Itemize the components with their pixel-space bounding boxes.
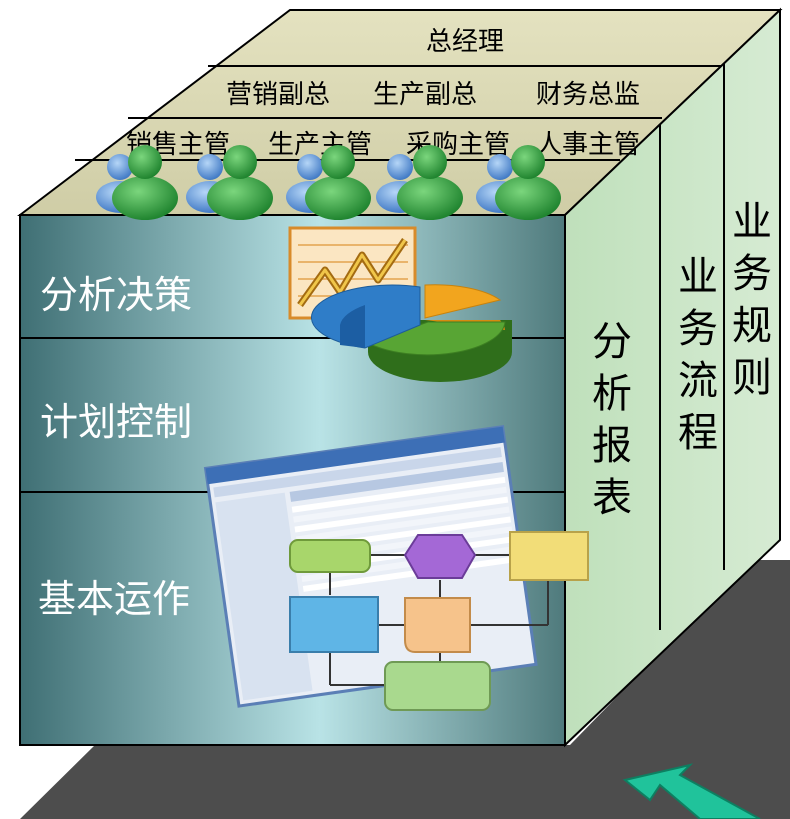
top-label-marketing-vp: 营销副总 bbox=[226, 80, 330, 110]
side-char: 则 bbox=[732, 355, 772, 401]
pie-chart-icon bbox=[310, 284, 512, 382]
top-label-production-vp: 生产副总 bbox=[373, 80, 477, 110]
side-label-2: 业务规则 bbox=[732, 199, 772, 401]
front-label-analysis-decision: 分析决策 bbox=[40, 273, 192, 317]
side-char: 流 bbox=[678, 358, 718, 404]
arrow-up-icon bbox=[622, 763, 761, 819]
side-char: 表 bbox=[592, 475, 632, 521]
side-char: 业 bbox=[678, 254, 718, 300]
top-label-finance-director: 财务总监 bbox=[536, 80, 640, 110]
people-icon bbox=[96, 145, 561, 220]
top-label-hr-supervisor: 人事主管 bbox=[536, 130, 640, 160]
top-label-general-manager: 总经理 bbox=[426, 27, 504, 57]
side-char: 业 bbox=[732, 199, 772, 245]
side-char: 务 bbox=[678, 306, 718, 352]
side-column-business-process: 业务流程 bbox=[678, 254, 718, 456]
top-label-production-supervisor: 生产主管 bbox=[268, 130, 372, 160]
side-char: 分 bbox=[592, 319, 632, 365]
front-label-basic-operation: 基本运作 bbox=[38, 577, 190, 621]
side-column-business-rules: 业务规则 bbox=[732, 199, 772, 401]
side-char: 规 bbox=[732, 303, 772, 349]
side-char: 析 bbox=[592, 371, 632, 417]
cube-shadow bbox=[20, 560, 790, 819]
side-label-1: 业务流程 bbox=[678, 254, 718, 456]
flowchart-icon bbox=[289, 531, 589, 711]
side-char: 程 bbox=[678, 410, 718, 456]
side-char: 务 bbox=[732, 251, 772, 297]
side-label-0: 分析报表 bbox=[592, 319, 632, 521]
side-column-analysis-report: 分析报表 bbox=[592, 319, 632, 521]
front-label-plan-control: 计划控制 bbox=[40, 400, 192, 444]
side-char: 报 bbox=[592, 423, 632, 469]
